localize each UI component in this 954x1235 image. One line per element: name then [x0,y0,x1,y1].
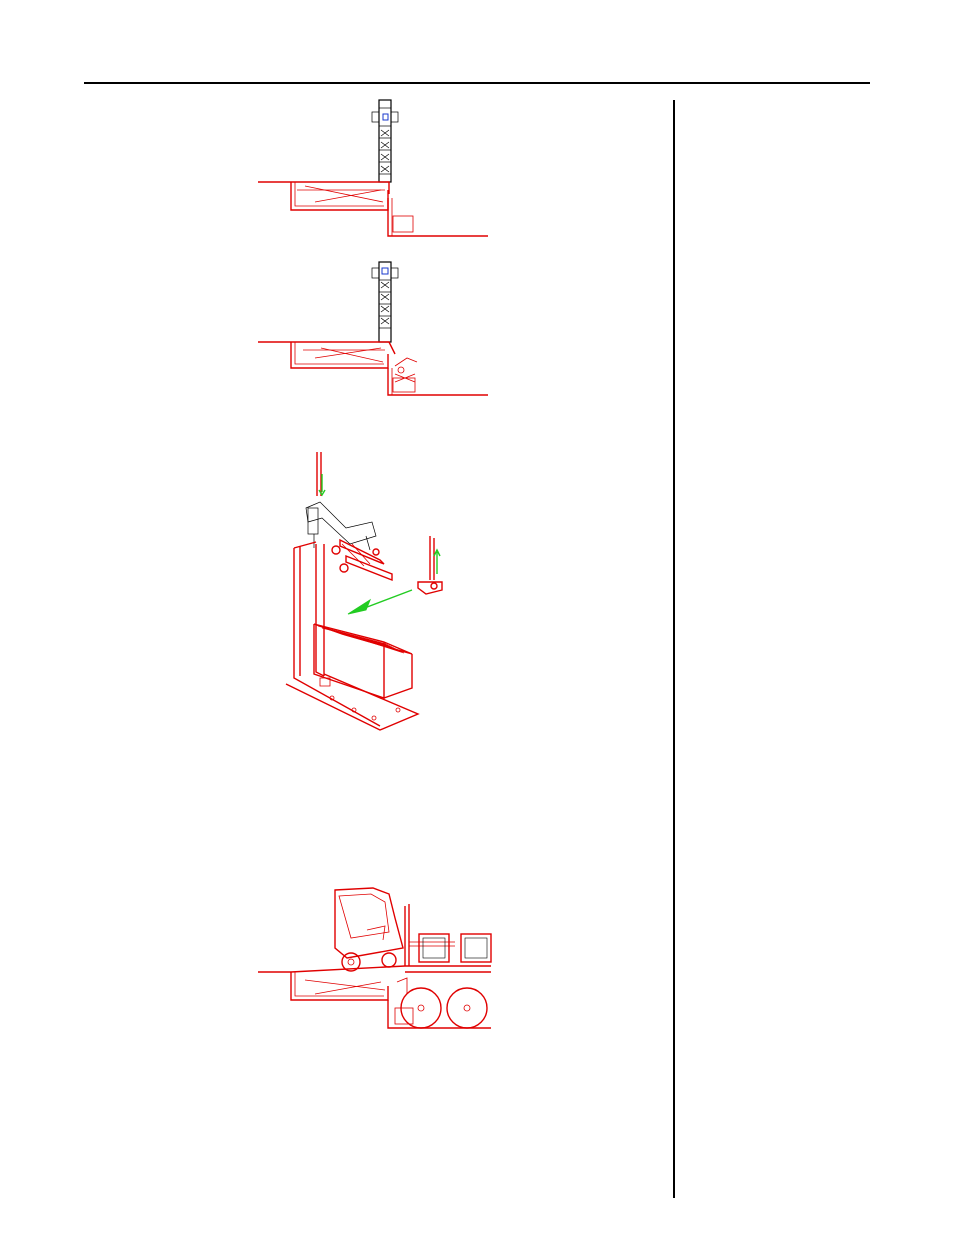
figure-dock-leveler-lip-extended [255,258,495,400]
overhead-door [372,100,398,182]
forklift [335,888,455,971]
header-rule [84,82,870,84]
overhead-door [372,262,398,342]
margin-rule [673,100,675,1198]
figure-dock-leveler-closed [255,98,495,240]
hinge-bracket [306,502,376,550]
figure-lip-assembly-isometric [280,448,450,733]
figure-forklift-on-leveler [255,882,500,1034]
